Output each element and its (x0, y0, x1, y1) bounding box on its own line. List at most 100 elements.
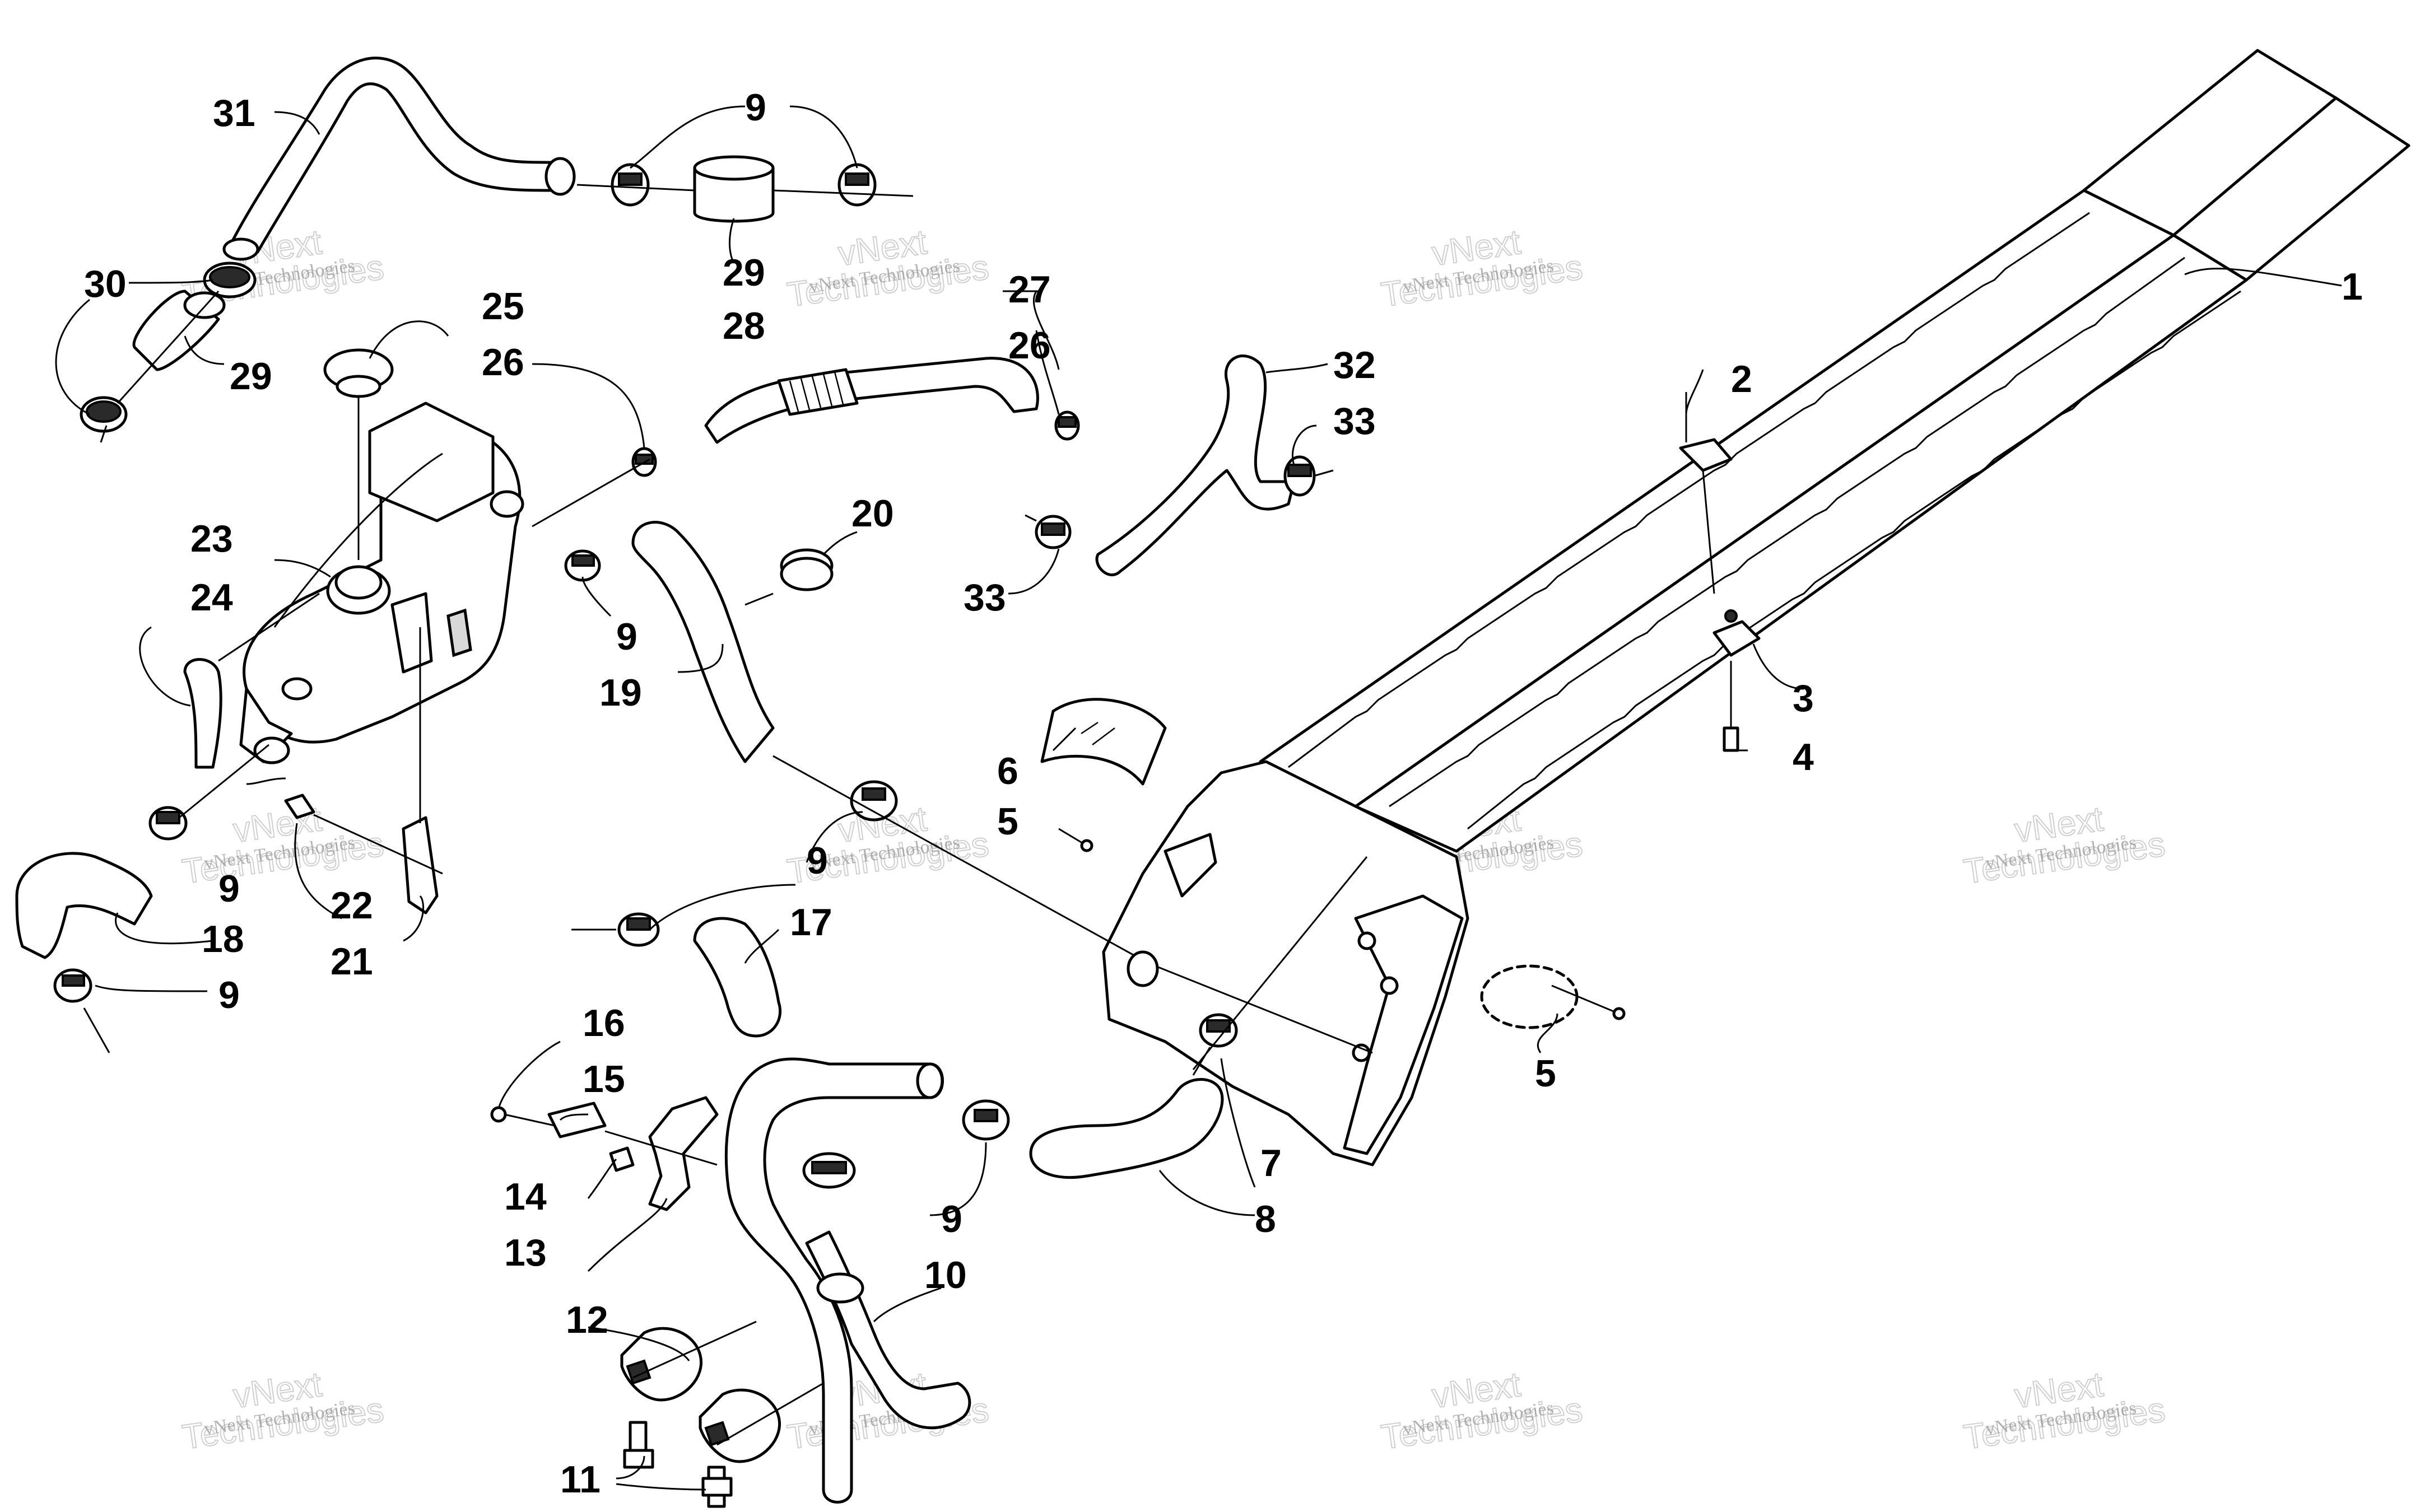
callout-27: 27 (1008, 268, 1051, 311)
callout-19: 19 (599, 671, 642, 714)
part-10-coolant-tube (724, 1057, 944, 1504)
part-19-hose (631, 521, 775, 763)
watermark: vNext Technologies vNext Technologies (179, 799, 387, 892)
callout-9-top: 9 (745, 86, 766, 129)
part-9-clamp-19-lower (850, 780, 898, 822)
top-hose-axis-right (772, 189, 914, 197)
callout-6: 6 (997, 750, 1018, 792)
callout-26-right: 26 (1008, 324, 1051, 367)
tube-10-stub (916, 1062, 944, 1099)
part-22-screw (284, 794, 443, 875)
top-hose-axis-left (576, 184, 695, 192)
callout-29-left: 29 (230, 355, 272, 398)
front-heat-exchanger-bracket (1102, 760, 1469, 1166)
part-16-screw (490, 1106, 555, 1127)
callout-5-lower: 5 (1535, 1052, 1556, 1095)
part-30-clamp-lower (80, 396, 128, 443)
callout-17: 17 (790, 901, 832, 944)
watermark: vNext Technologies vNext Technologies (1961, 1365, 2168, 1458)
callout-33-left: 33 (964, 576, 1006, 619)
part-27-hose (704, 357, 1039, 444)
front-bracket-side (1343, 894, 1464, 1155)
part-18-elbow-hose (15, 852, 153, 959)
part-31-hose-end (544, 157, 576, 196)
heat-exchanger-plate-lower (1354, 234, 2248, 853)
callout-18: 18 (202, 918, 244, 960)
callout-3: 3 (1793, 677, 1814, 720)
part-31-hose-end-lower (222, 237, 259, 261)
part-15-bracket-clip (547, 1102, 607, 1138)
part-33-clamp-lower (1025, 514, 1072, 549)
callout-5-upper: 5 (997, 800, 1018, 843)
callout-30: 30 (84, 263, 127, 305)
callout-32: 32 (1333, 344, 1376, 386)
part-9-clamp-19-upper (564, 549, 601, 582)
part-9-clamp-10 (802, 1152, 856, 1189)
part-6-shading (1081, 721, 1115, 745)
watermark: vNext Technologies vNext Technologies (1378, 222, 1585, 315)
leader-lines (55, 105, 2342, 1491)
callout-23: 23 (190, 517, 233, 560)
bracket-hole (1352, 1043, 1371, 1062)
part-33-clamp-upper (1283, 455, 1334, 497)
callout-15: 15 (583, 1058, 625, 1100)
bracket-hole (1380, 976, 1399, 995)
callout-4: 4 (1793, 736, 1814, 778)
part-8-hose (1029, 1078, 1224, 1179)
part-3-grommet (1712, 609, 1761, 657)
part-11-bolt-left (623, 1421, 654, 1469)
callout-labels: 1 2 3 4 5 5 6 7 8 9 9 9 9 9 9 10 11 12 1… (84, 86, 2363, 1501)
part-30-clamp-upper (203, 262, 257, 298)
heat-exchanger-flange-2 (1389, 256, 2185, 808)
part-9-clamp-18-lower (53, 968, 110, 1053)
callout-9-lower: 9 (941, 1198, 962, 1240)
callout-2: 2 (1731, 358, 1752, 400)
callout-22: 22 (331, 884, 373, 927)
part-24-overflow-hose (183, 658, 222, 769)
callout-31: 31 (213, 92, 255, 134)
clamp-18-line (179, 744, 269, 819)
hose-19-line (772, 755, 1149, 964)
part-6-sleeve (1040, 698, 1167, 786)
part-13-bracket (604, 1096, 719, 1211)
part-21-bottle-bracket (402, 627, 439, 914)
callout-33-right: 33 (1333, 400, 1376, 442)
part-17-hose (693, 917, 782, 1038)
callout-14: 14 (504, 1175, 547, 1218)
heat-exchanger-flange-1 (1288, 212, 2090, 768)
part-9-clamp-top-right (837, 163, 877, 207)
part-2-thermostat-sensor (1679, 392, 1733, 594)
watermark: vNext Technologies vNext Technologies (1961, 799, 2168, 892)
callout-25: 25 (482, 285, 524, 328)
callout-9-left: 9 (218, 867, 240, 910)
callout-13: 13 (504, 1231, 547, 1274)
front-bracket-tab (1164, 833, 1217, 898)
assembly-line (532, 458, 650, 528)
callout-7: 7 (1260, 1142, 1282, 1184)
clamp-30-axis (117, 290, 220, 404)
callout-29-top: 29 (723, 251, 765, 294)
callout-24: 24 (190, 576, 233, 619)
callout-9-mid: 9 (616, 615, 637, 658)
part-9-clamp-top-left (611, 163, 650, 207)
part-9-clamp-8 (962, 1099, 1010, 1141)
part-9-clamp-18-upper (148, 806, 188, 841)
part-5-sensor-lower (1480, 964, 1626, 1029)
heat-exchanger-assembly (1259, 49, 2410, 853)
front-bracket-line (1192, 856, 1368, 1070)
clamp-12-line-2 (716, 1382, 824, 1446)
part-26-clamp-right (1054, 410, 1080, 441)
heat-exchanger-flange-3 (1467, 290, 2241, 830)
watermark: vNext Technologies vNext Technologies (179, 1365, 387, 1458)
callout-12: 12 (566, 1299, 608, 1341)
part-23-coolant-bottle (239, 402, 524, 764)
callout-9-bottom-left: 9 (218, 974, 240, 1016)
part-20-spring-clamp (744, 548, 834, 606)
part-29-hose-coupler-top (693, 155, 775, 223)
watermark: vNext Technologies vNext Technologies (1378, 1365, 1585, 1458)
part-32-hose (1095, 354, 1296, 576)
front-bracket-line-2 (1148, 962, 1373, 1054)
callout-10: 10 (924, 1254, 967, 1296)
part-7-clamp (1192, 1013, 1238, 1076)
